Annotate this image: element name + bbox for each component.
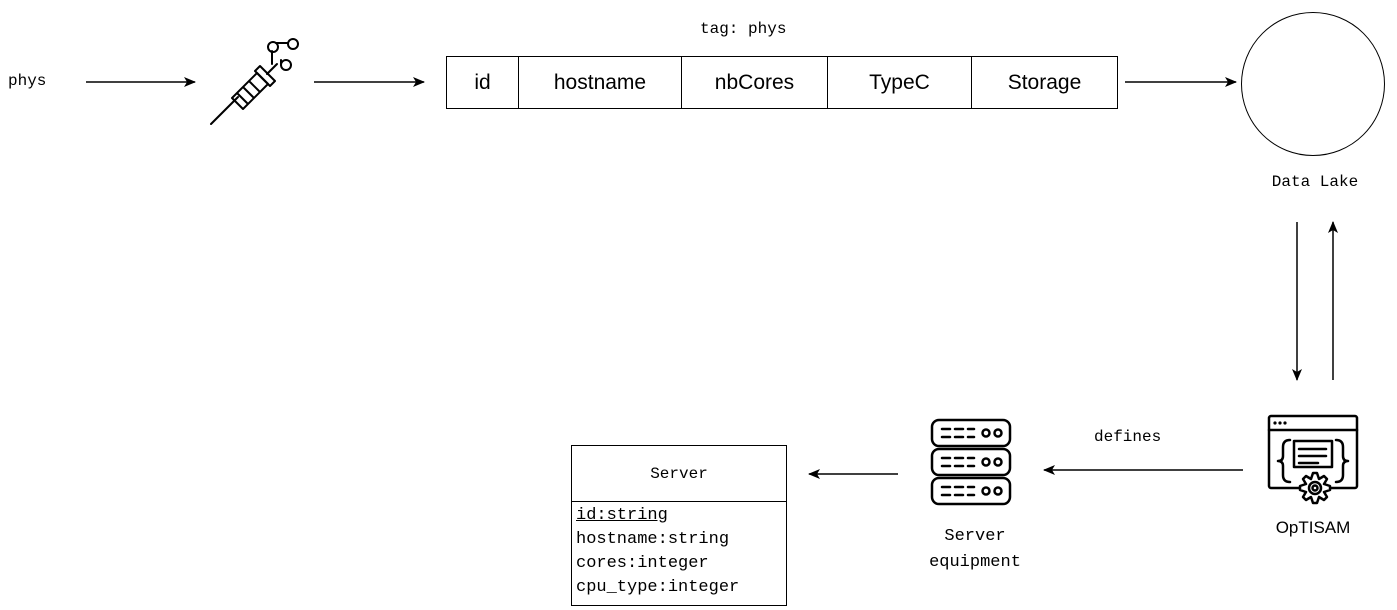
input-label: phys xyxy=(8,72,47,90)
uml-attribute: id:string xyxy=(576,506,668,525)
data-lake-circle xyxy=(1241,12,1385,156)
defines-label: defines xyxy=(1094,428,1162,446)
optisam-label: OpTISAM xyxy=(1275,518,1351,537)
schema-table: id hostname nbCores TypeC Storage xyxy=(446,56,1118,109)
schema-field: nbCores xyxy=(682,57,828,108)
uml-attribute: cores:integer xyxy=(576,554,709,573)
uml-class-name: Server xyxy=(572,446,786,502)
schema-field: TypeC xyxy=(828,57,972,108)
server-rack-icon xyxy=(928,416,1014,508)
tag-label: tag: phys xyxy=(700,20,787,38)
data-lake-label: Data Lake xyxy=(1271,173,1359,191)
uml-class-server: Server id:string hostname:string cores:i… xyxy=(571,445,787,606)
uml-attribute-list: id:string hostname:string cores:integer … xyxy=(572,502,786,600)
schema-field: id xyxy=(447,57,519,108)
uml-attribute: cpu_type:integer xyxy=(576,578,740,597)
schema-field: hostname xyxy=(519,57,682,108)
schema-field: Storage xyxy=(1007,70,1082,94)
uml-attribute: hostname:string xyxy=(576,530,730,549)
code-settings-icon xyxy=(1266,413,1360,511)
syringe-icon xyxy=(205,38,305,128)
server-equipment-label: Server equipment xyxy=(929,527,1021,572)
